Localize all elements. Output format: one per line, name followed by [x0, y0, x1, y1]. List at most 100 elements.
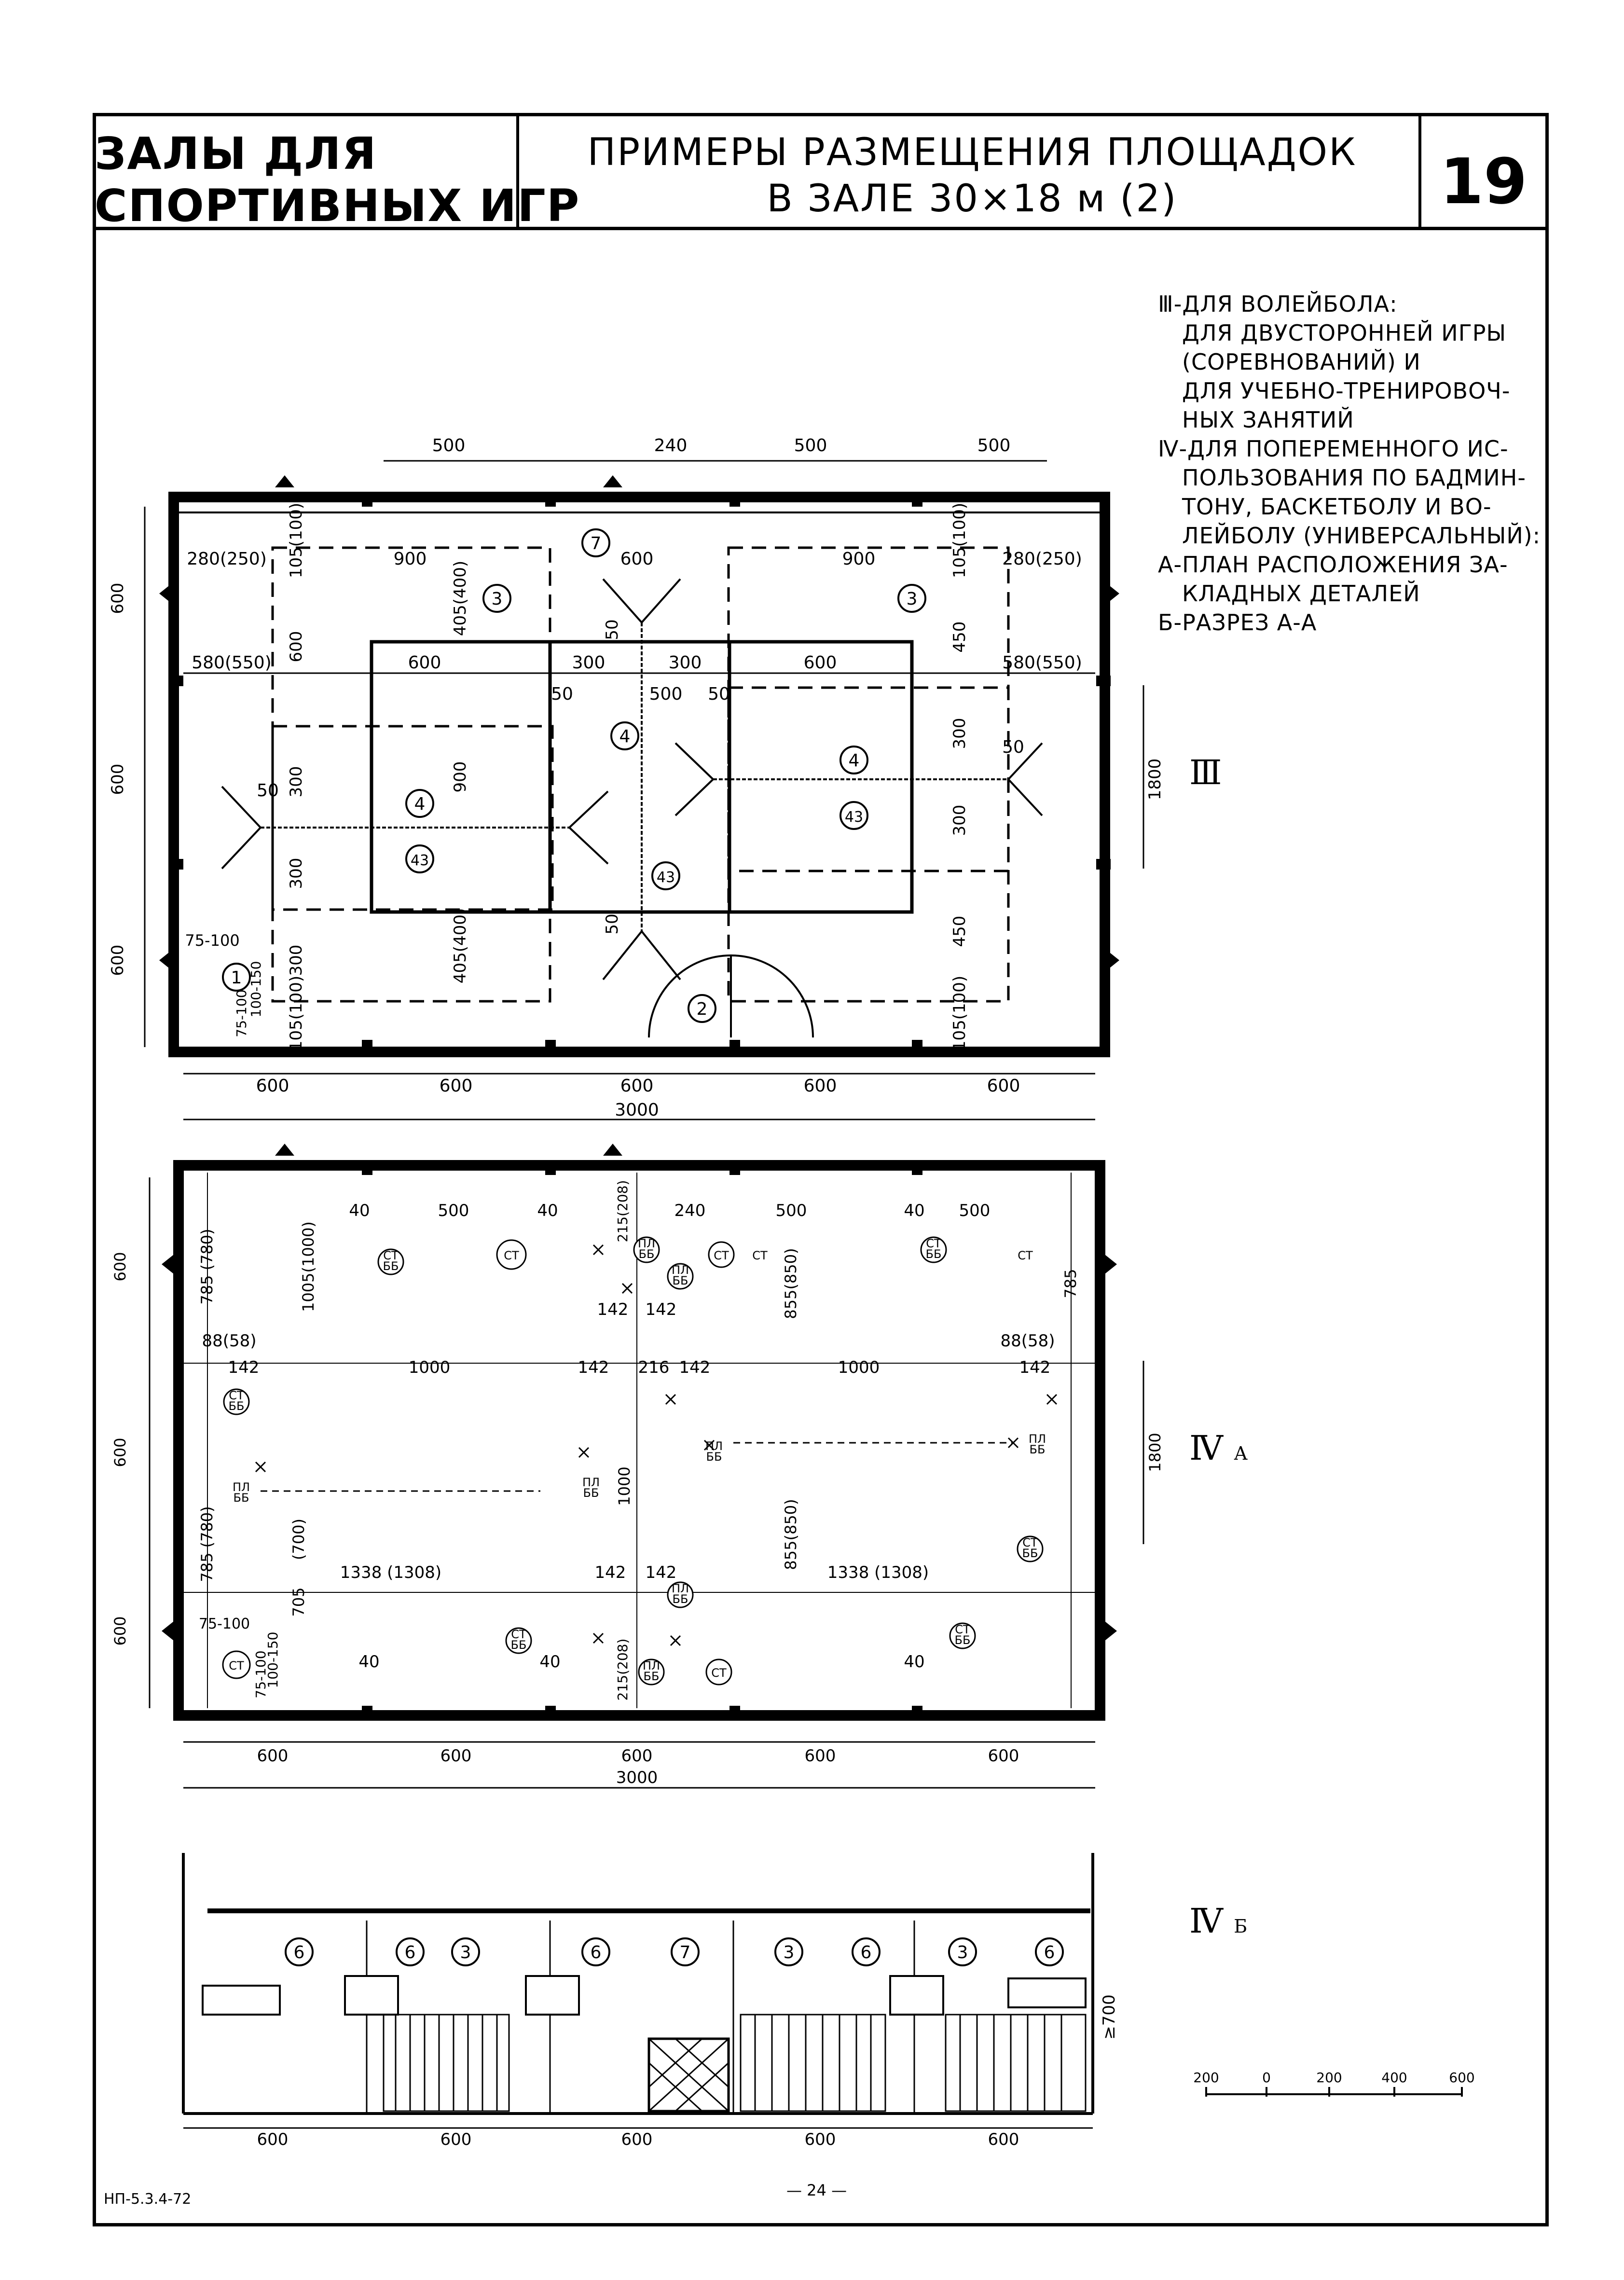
dim: 142 [679, 1358, 711, 1377]
tag-st: СТ [229, 1659, 244, 1672]
header-divider-2 [1418, 113, 1421, 229]
dim: 100-150 [265, 1632, 281, 1688]
tag-st: СТ [504, 1249, 519, 1262]
tag-bb: ББ [644, 1670, 660, 1683]
legend-line: Ⅳ-ДЛЯ ПОПЕРЕМЕННОГО ИС- [1158, 436, 1509, 462]
callout-7: 7 [591, 534, 602, 553]
dim: 600 [621, 1746, 653, 1766]
plan-iva-tag-texts: СТ СТ СТ СТ СТ СТ СТ ББ СТ ББ СТ ББ СТ Б… [229, 1237, 1046, 1683]
dim: 50 [603, 619, 622, 640]
dim: 1338 (1308) [827, 1563, 929, 1582]
dim: 500 [776, 1201, 807, 1220]
plan-iii-dimension-lines [144, 460, 1144, 1120]
dim: 600 [988, 2130, 1019, 2149]
tag-bb: ББ [229, 1399, 245, 1413]
tag-st: СТ [1018, 1249, 1033, 1262]
dim: (700) [289, 1519, 308, 1560]
callout-6: 6 [1044, 1943, 1055, 1962]
legend-line: ТОНУ, БАСКЕТБОЛУ И ВО- [1182, 494, 1492, 520]
tag-bb: ББ [926, 1247, 942, 1261]
callout-6: 6 [294, 1943, 305, 1962]
dim: 216 [638, 1358, 670, 1377]
legend-line: ЛЕЙБОЛУ (УНИВЕРСАЛЬНЫЙ): [1182, 523, 1541, 549]
dim: 88(58) [202, 1331, 256, 1351]
plan-iii-dimension-texts: 500 240 500 500 600 600 600 600 600 3000… [185, 436, 1082, 1120]
dim: 855(850) [782, 1248, 800, 1319]
dim: 500 [959, 1201, 991, 1220]
legend-line: НЫХ ЗАНЯТИЙ [1182, 407, 1354, 433]
dim: 300 [950, 718, 969, 749]
dim: 1800 [1145, 759, 1165, 801]
dim: 600 [440, 2130, 472, 2149]
dim: 600 [111, 1252, 129, 1281]
scale-tick: 400 [1381, 2070, 1407, 2086]
callout-3: 3 [492, 589, 503, 609]
tag-bb: ББ [706, 1450, 722, 1464]
dim: 142 [1019, 1358, 1051, 1377]
dim: 1338 (1308) [340, 1563, 441, 1582]
dim: 600 [256, 1076, 289, 1096]
tag-pl: ПЛ [582, 1476, 600, 1489]
tag-bb: ББ [1022, 1547, 1038, 1560]
callout-6: 6 [861, 1943, 872, 1962]
dim: 600 [408, 653, 441, 673]
plan-iii-columns [169, 492, 1111, 1054]
callout-3: 3 [460, 1943, 471, 1962]
tag-st: СТ [383, 1249, 399, 1262]
callout-4: 4 [849, 751, 860, 771]
dim: 450 [950, 916, 969, 947]
dim: 600 [440, 1746, 472, 1766]
dim: 105(100) [287, 976, 306, 1051]
tag-bb: ББ [511, 1638, 527, 1652]
dim: 40 [539, 1652, 560, 1672]
sheet-title: ПРИМЕРЫ РАЗМЕЩЕНИЯ ПЛОЩАДОК В ЗАЛЕ 30×18… [531, 129, 1414, 222]
tag-bb: ББ [383, 1259, 399, 1273]
dim: 300 [572, 653, 606, 673]
plan-iva-tag-circles [222, 1236, 1044, 1686]
tag-bb: ББ [234, 1491, 249, 1505]
dim: 40 [349, 1201, 370, 1220]
plan-iv-a-numeral: Ⅳ [1189, 1428, 1223, 1468]
section-net-panel [647, 2037, 730, 2113]
tag-pl: ПЛ [672, 1263, 689, 1277]
callout-2: 2 [697, 999, 708, 1019]
dim: 855(850) [782, 1499, 800, 1570]
dim: 500 [432, 436, 466, 456]
section-callout-circles [285, 1937, 1064, 1966]
tag-bb: ББ [955, 1633, 971, 1647]
legend-line: ДЛЯ ДВУСТОРОННЕЙ ИГРЫ [1182, 320, 1507, 346]
callout-4: 4 [619, 727, 631, 746]
plan-iva-dashed-lines [261, 1442, 1013, 1492]
plan-iva-walls [173, 1160, 1105, 1721]
scale-bar-labels: 200 0 200 400 600 [1193, 2070, 1474, 2086]
tag-st: СТ [752, 1249, 768, 1262]
section-title-line2: СПОРТИВНЫХ ИГР [95, 180, 580, 232]
dim: 1000 [838, 1358, 880, 1377]
legend-line: А-ПЛАН РАСПОЛОЖЕНИЯ ЗА- [1158, 552, 1508, 578]
section-title-line1: ЗАЛЫ ДЛЯ [95, 128, 377, 180]
tag-pl: ПЛ [638, 1237, 655, 1250]
dim: 50 [708, 684, 730, 704]
section-callout-texts: 6 6 3 6 7 3 6 3 6 [294, 1943, 1055, 1962]
tag-bb: ББ [639, 1247, 655, 1261]
plan-iii-callout-texts: 7 3 3 4 4 4 43 43 43 1 2 [231, 534, 918, 1019]
plan-iii-vertical-dims: 600 600 600 1800 105(100) 600 300 300 30… [108, 503, 1165, 1051]
dim: 142 [597, 1300, 629, 1319]
dim: 240 [674, 1201, 706, 1220]
tag-bb: ББ [1030, 1443, 1046, 1456]
dim: 600 [257, 1746, 289, 1766]
plan-iii-nets [221, 578, 1043, 981]
dim: 785 (780) [198, 1229, 216, 1304]
plan-iva-dimension-texts: 600 600 600 600 600 3000 40 500 40 240 5… [199, 1201, 1055, 1787]
section-backboards [202, 1975, 1087, 2016]
dim: 900 [842, 549, 876, 569]
dim: 600 [257, 2130, 289, 2149]
dim: 600 [108, 945, 127, 976]
legend-line: (СОРЕВНОВАНИЙ) И [1182, 349, 1421, 375]
dim: 580(550) [192, 653, 272, 673]
tag-bb: ББ [673, 1592, 688, 1606]
plan-iv-a-label: Ⅳ А [1189, 1428, 1248, 1468]
dim: 600 [805, 2130, 836, 2149]
dim-total: 3000 [615, 1100, 659, 1120]
